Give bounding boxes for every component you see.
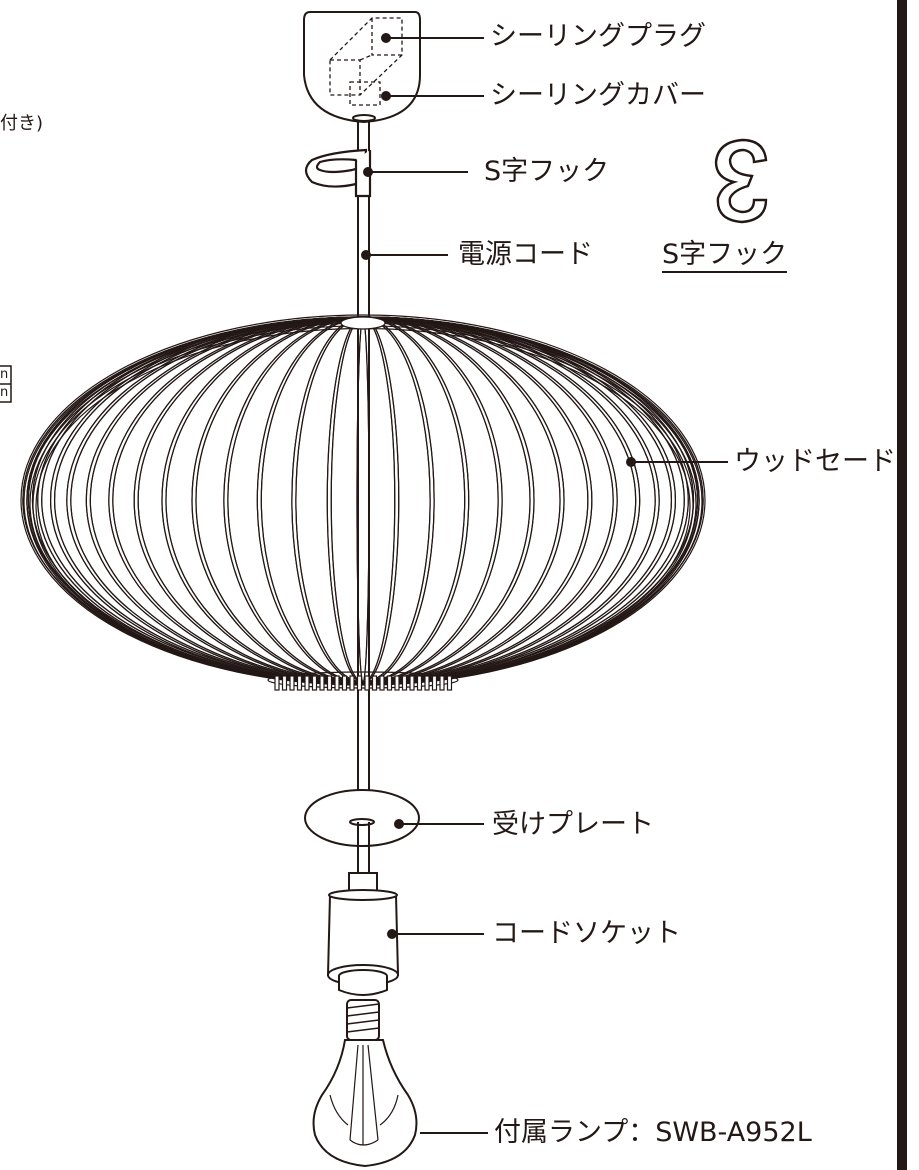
shade-bottom-tooth [364,675,370,691]
shade-bottom-tooth [326,675,333,691]
label-power-cord: 電源コード [458,239,593,270]
receiver-plate-shape [304,789,420,880]
shade-rib [31,317,695,683]
shade-rib [70,317,656,683]
shade-rib [31,317,695,683]
shade-bottom-tooth [439,675,445,691]
shade-rib [89,317,637,683]
shade-rib [291,316,435,684]
inset-s-hook-title: S字フック [662,241,788,273]
shade-rib [137,317,589,683]
ceiling-plug-shape [303,11,421,124]
label-ceiling-cover: シーリングカバー [490,80,706,111]
shade-bottom-tooth [431,675,438,691]
shade-bottom-tooth [394,675,400,691]
shade-rib [191,316,535,684]
s-hook-inset-shape [714,138,768,224]
shade-bottom-tooth [304,675,310,691]
shade-bottom-tooth [401,675,408,691]
shade-bottom-tooth [416,675,423,691]
shade-bottom-hub [267,671,459,689]
shade-rib [256,316,470,684]
shade-rib [137,317,589,683]
shade-bottom-tooth [424,675,430,691]
shade-bottom-tooth [409,675,415,691]
shade-rib [195,317,531,683]
lamp-bulb-shape [312,999,418,1168]
shade-rib [256,316,470,684]
label-receiver-plate: 受けプレート [492,809,654,840]
right-edge-bar [897,0,907,1170]
shade-rib [295,317,431,683]
shade-bottom-tooth [386,675,393,691]
shade-bottom-tooth [289,675,295,691]
shade-bottom-tooth [341,675,348,691]
shade-rib [165,317,561,683]
wood-shade-shape [20,314,706,691]
shade-bottom-tooth [356,675,363,691]
shade-rib [195,317,531,683]
shade-rib [223,316,503,684]
leader-lines [361,33,728,1134]
label-cord-socket: コードソケット [492,918,681,949]
shade-rib [326,316,400,684]
s-hook-on-cord [304,148,374,198]
shade-rib [89,317,637,683]
shade-bottom-tooth [371,675,378,691]
label-included-lamp: 付属ランプ：SWB-A952L [494,1117,812,1148]
shade-bottom-tooth [281,675,288,691]
shade-rib [70,317,656,683]
shade-bottom-tooth [349,675,355,691]
label-ceiling-plug: シーリングプラグ [490,21,706,52]
shade-bottom-tooth [274,675,280,691]
left-fragment-text: 付き) [0,113,44,134]
cord-socket-shape [326,872,400,996]
shade-rib [330,317,396,683]
left-box-line-1: n [0,368,9,382]
shade-rib [295,317,431,683]
shade-bottom-tooth [296,675,303,691]
left-box-line-2: n [0,386,9,400]
shade-rib [227,317,499,683]
shade-bottom-tooth [311,675,318,691]
shade-bottom-tooth [319,675,325,691]
shade-rib [165,317,561,683]
shade-rib [112,317,614,683]
power-cord-line [357,120,370,880]
label-wood-shade: ウッドセード [734,446,896,477]
shade-rib [291,316,435,684]
shade-rib [227,317,499,683]
shade-bottom-tooth [446,675,453,691]
shade-bottom-tooth [379,675,385,691]
left-clipped-box [0,365,12,403]
shade-rib [223,316,503,684]
shade-bottom-tooth [334,675,340,691]
shade-rib [191,316,535,684]
shade-rib [112,317,614,683]
shade-top-hub [340,316,386,330]
label-s-hook: S字フック [484,156,610,187]
